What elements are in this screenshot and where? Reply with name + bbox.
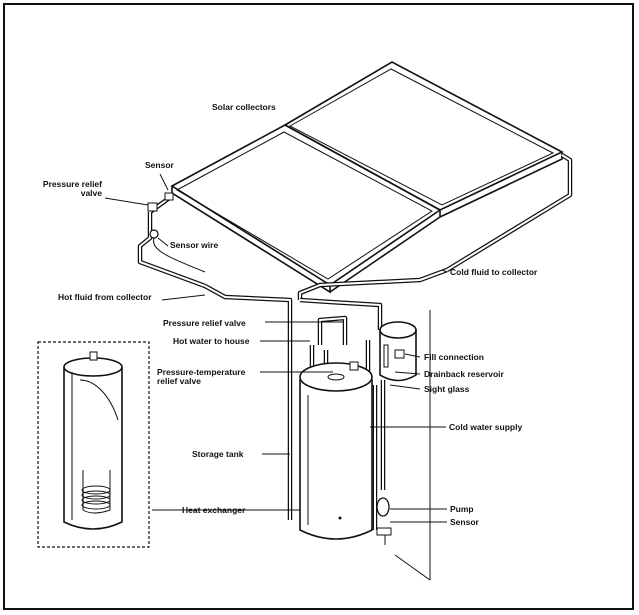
leader-lines — [104, 173, 448, 523]
label-sight-glass: Sight glass — [424, 384, 470, 394]
label-cold-fluid-to-collector: Cold fluid to collector — [450, 267, 538, 277]
label-pressure-relief-valve-mid: Pressure relief valve — [163, 318, 246, 328]
drainback-reservoir — [379, 321, 417, 382]
pump-assembly — [376, 497, 392, 545]
collector-sensor-assembly — [147, 192, 206, 273]
label-sensor-wire: Sensor wire — [170, 240, 218, 250]
label-solar-collectors: Solar collectors — [212, 102, 276, 112]
label-heat-exchanger: Heat exchanger — [182, 505, 246, 515]
wall-outline — [394, 310, 431, 581]
inset-tank-cutaway — [37, 341, 150, 548]
label-pump: Pump — [450, 504, 474, 514]
label-hot-fluid-from-collector: Hot fluid from collector — [58, 292, 152, 302]
label-sensor-top: Sensor — [145, 160, 175, 170]
label-drainback-reservoir: Drainback reservoir — [424, 369, 505, 379]
label-cold-water-supply: Cold water supply — [449, 422, 522, 432]
label-fill-connection: Fill connection — [424, 352, 484, 362]
solar-collectors — [170, 61, 564, 294]
label-hot-water-to-house: Hot water to house — [173, 336, 250, 346]
label-sensor-bottom: Sensor — [450, 517, 480, 527]
storage-tank — [299, 361, 373, 540]
figure-frame — [3, 3, 634, 610]
label-storage-tank: Storage tank — [192, 449, 244, 459]
